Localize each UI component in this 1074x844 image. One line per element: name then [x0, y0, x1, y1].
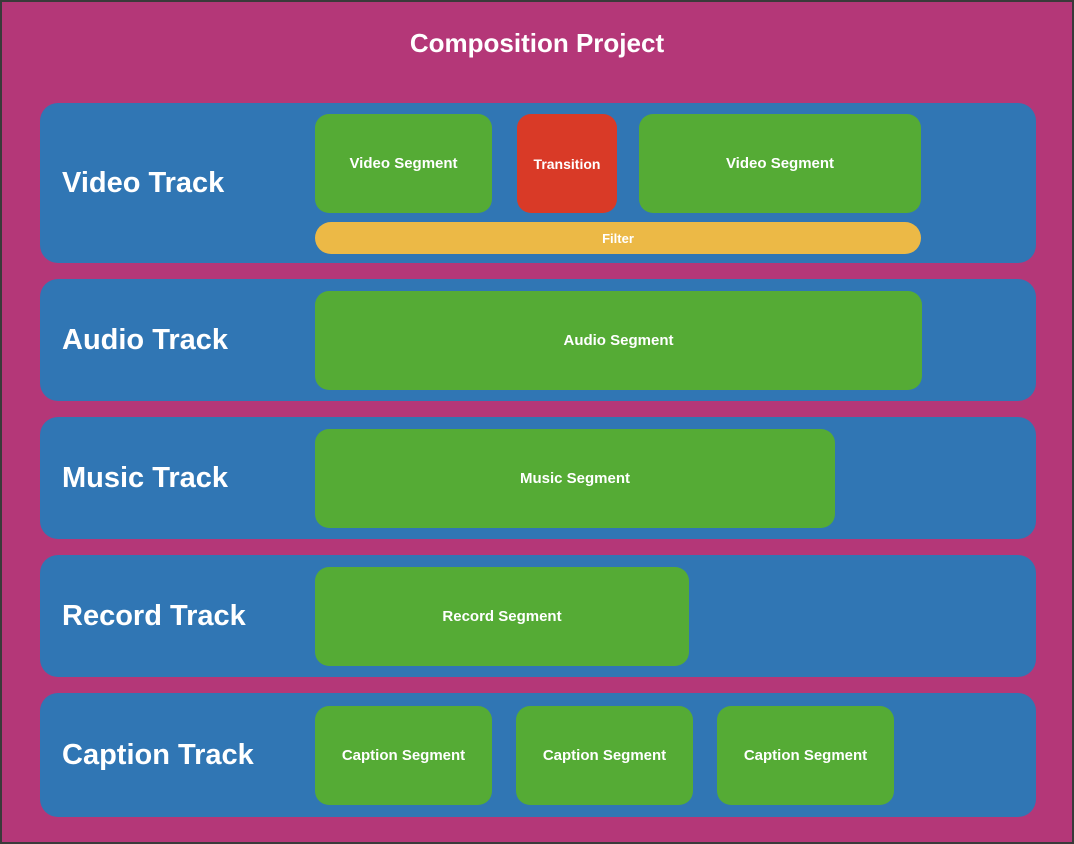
- timeline-tracks: Video Track Video Segment Transition Vid…: [40, 103, 1036, 817]
- track-music-label: Music Track: [62, 461, 229, 494]
- track-caption-label: Caption Track: [62, 738, 254, 771]
- page-title: Composition Project: [409, 28, 665, 58]
- transition-segment[interactable]: Transition: [517, 114, 617, 213]
- video-segments-row: Video Segment Transition Video Segment: [315, 114, 921, 213]
- video-segment-2[interactable]: Video Segment: [639, 114, 921, 213]
- track-record-content: Record Segment: [315, 555, 1036, 677]
- caption-segments-row: Caption Segment Caption Segment Caption …: [315, 705, 894, 805]
- track-video: Video Track Video Segment Transition Vid…: [40, 103, 1036, 263]
- track-audio-content: Audio Segment: [315, 279, 1036, 401]
- track-record: Record Track Record Segment: [40, 555, 1036, 677]
- track-audio: Audio Track Audio Segment: [40, 279, 1036, 401]
- track-music-content: Music Segment: [315, 417, 1036, 539]
- caption-segment-2[interactable]: Caption Segment: [516, 705, 693, 805]
- track-caption: Caption Track Caption Segment Caption Se…: [40, 693, 1036, 817]
- track-video-content: Video Segment Transition Video Segment F…: [315, 103, 1036, 263]
- header: Composition Project: [2, 2, 1072, 103]
- record-segment[interactable]: Record Segment: [315, 566, 689, 666]
- track-record-label: Record Track: [62, 599, 246, 632]
- track-caption-content: Caption Segment Caption Segment Caption …: [315, 693, 1036, 817]
- caption-segment-3[interactable]: Caption Segment: [717, 705, 894, 805]
- caption-segment-1[interactable]: Caption Segment: [315, 705, 492, 805]
- audio-segment[interactable]: Audio Segment: [315, 290, 922, 390]
- video-track-stack: Video Segment Transition Video Segment F…: [315, 103, 921, 263]
- video-segment-1[interactable]: Video Segment: [315, 114, 492, 213]
- music-segment[interactable]: Music Segment: [315, 428, 835, 528]
- track-music: Music Track Music Segment: [40, 417, 1036, 539]
- filter-effect-bar[interactable]: Filter: [315, 222, 921, 254]
- track-video-label: Video Track: [62, 166, 225, 199]
- track-audio-label: Audio Track: [62, 323, 228, 356]
